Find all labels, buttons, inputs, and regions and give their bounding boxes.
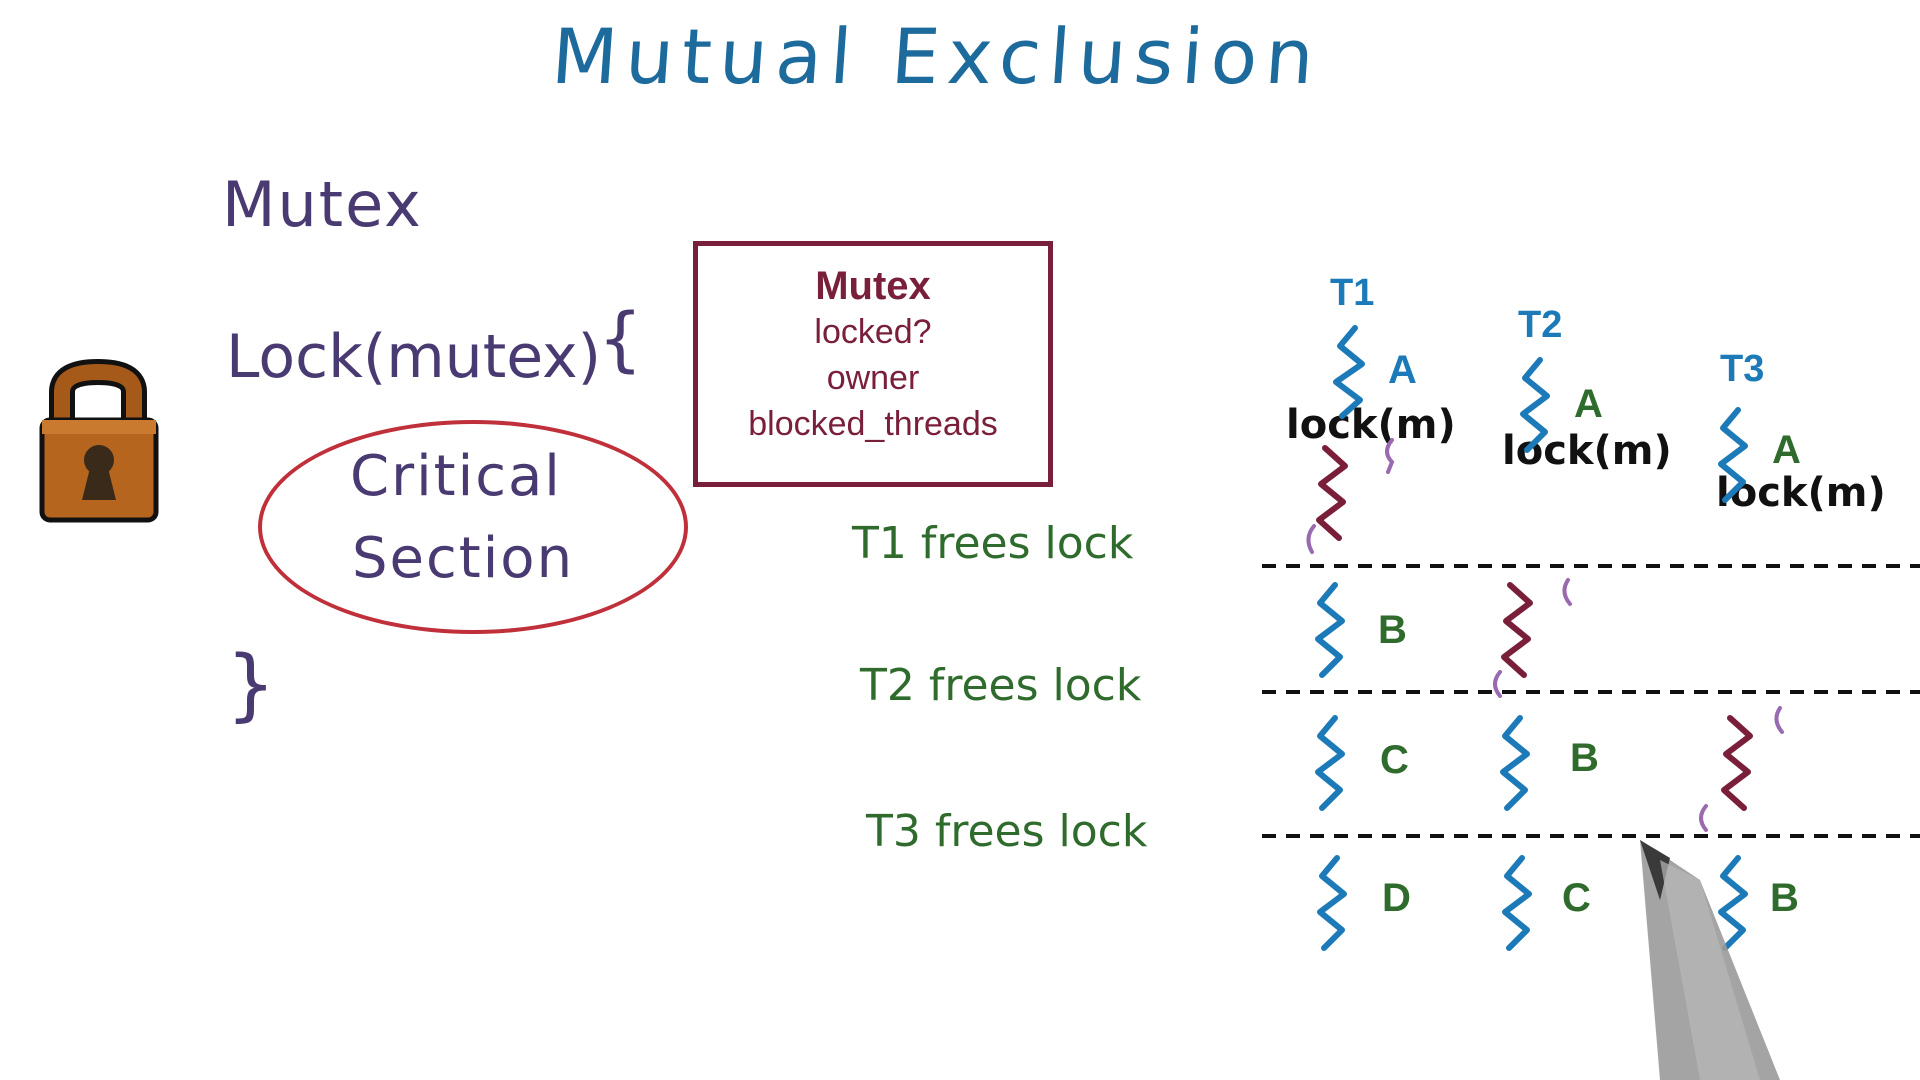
t1-running-b <box>1315 582 1345 678</box>
t2-running-c <box>1502 855 1532 951</box>
t2-critical <box>1501 582 1533 678</box>
mutex-label: Mutex <box>222 168 423 241</box>
t1-running-a <box>1333 325 1365 419</box>
t1-critical <box>1316 445 1348 541</box>
event-t3-frees-lock: T3 frees lock <box>866 806 1148 857</box>
pen-icon <box>1640 840 1780 1080</box>
close-brace: } <box>226 640 276 730</box>
open-brace: { <box>598 298 643 380</box>
segment-t1-c: C <box>1380 738 1409 782</box>
lock-call-label: Lock(mutex) <box>226 322 601 392</box>
segment-t1-d: D <box>1382 876 1411 920</box>
mutex-struct-box: Mutex locked? owner blocked_threads <box>693 241 1053 487</box>
segment-t2-c: C <box>1562 876 1591 920</box>
thread-header-t1: T1 <box>1330 272 1375 314</box>
mutex-field-owner: owner <box>826 359 920 397</box>
mutex-box-title: Mutex <box>815 264 931 308</box>
critical-section-ellipse <box>258 420 688 634</box>
t1-running-c <box>1315 715 1345 811</box>
t3-cs-close-mark <box>1699 804 1708 832</box>
segment-t3-b: B <box>1770 876 1799 920</box>
critical-section-line-2: Section <box>352 526 575 591</box>
thread-header-t2: T2 <box>1518 304 1563 346</box>
segment-t3-a: A <box>1772 428 1801 472</box>
segment-t1-b: B <box>1378 608 1407 652</box>
segment-t2-b: B <box>1570 736 1599 780</box>
t3-critical <box>1721 715 1753 811</box>
t3-cs-open-mark <box>1774 706 1784 734</box>
mutex-field-blocked-threads: blocked_threads <box>748 405 998 443</box>
t1-cs-close-mark <box>1306 524 1316 554</box>
padlock-icon <box>39 358 159 523</box>
t2-cs-open-mark <box>1562 578 1572 606</box>
t1-cs-open-mark <box>1385 438 1395 474</box>
t2-cs-close-mark <box>1493 670 1502 698</box>
segment-t2-a: A <box>1574 382 1603 426</box>
t3-running-a <box>1718 407 1748 503</box>
lock-call-t2: lock(m) <box>1502 428 1672 474</box>
critical-section-line-1: Critical <box>350 444 562 509</box>
mutex-field-locked: locked? <box>814 313 932 351</box>
lock-call-t3: lock(m) <box>1716 470 1886 516</box>
t2-running-a <box>1520 357 1550 453</box>
lock-call-t1: lock(m) <box>1286 402 1456 448</box>
event-t2-frees-lock: T2 frees lock <box>860 660 1142 711</box>
segment-t1-a: A <box>1388 348 1417 392</box>
event-t1-frees-lock: T1 frees lock <box>852 518 1134 569</box>
t1-running-d <box>1317 855 1347 951</box>
t3-running-b <box>1718 855 1748 951</box>
thread-header-t3: T3 <box>1720 348 1765 390</box>
t2-running-b <box>1500 715 1530 811</box>
